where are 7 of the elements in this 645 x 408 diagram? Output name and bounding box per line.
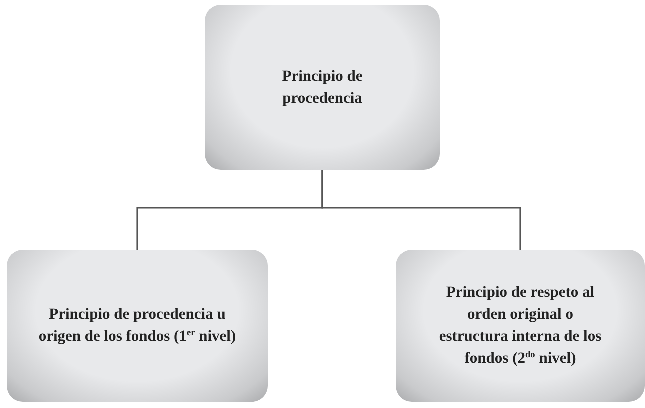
box-text: Principio de procedencia u origen de los fondos (1$^{er}$ nivel): [38, 305, 238, 347]
rounded-box: [396, 250, 645, 402]
rounded-box: [7, 250, 268, 402]
box-text: Principio de procedencia: [281, 66, 364, 108]
rounded-box: [205, 5, 440, 170]
box-text: Principio de respeto al orden original o estructura interna de los fondos (2$^{do}$ nivel): [438, 283, 603, 369]
connector-line: [322, 170, 522, 250]
